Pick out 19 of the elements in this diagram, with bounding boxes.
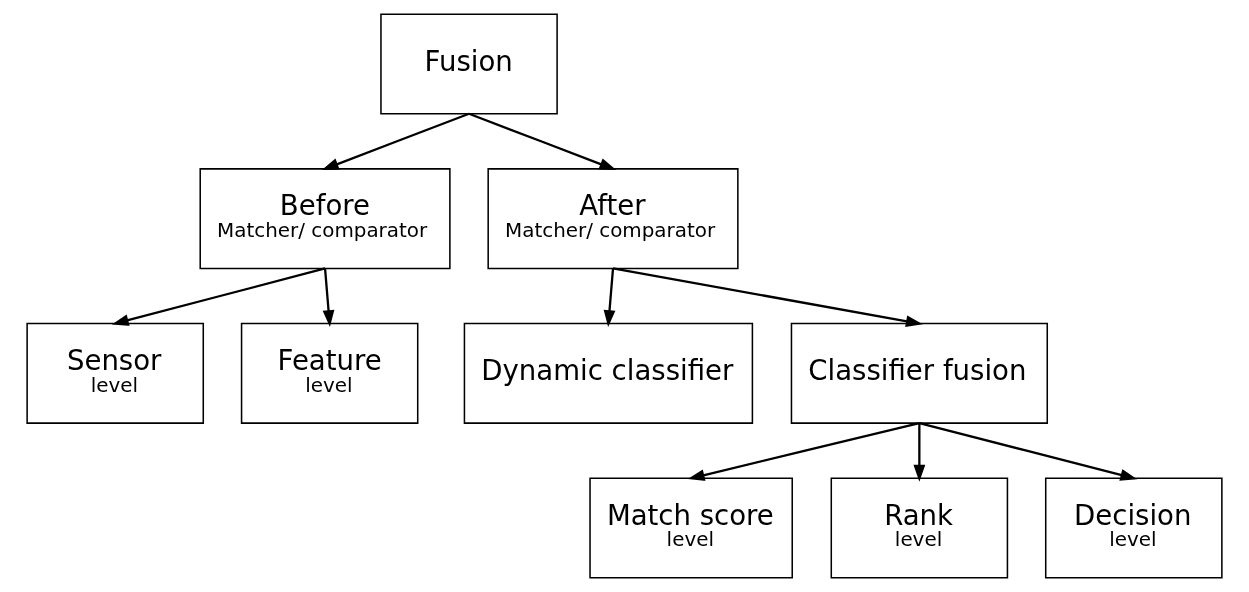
arrow [322, 268, 335, 328]
node-box: Decision level [1044, 477, 1223, 579]
node-box: After Matcher/ comparator [487, 168, 739, 270]
node-box: Match score level [589, 477, 793, 579]
arrow [687, 422, 920, 481]
arrow [321, 112, 470, 171]
node-box: Before Matcher/ comparator [199, 168, 451, 270]
arrow [913, 423, 926, 482]
node-box: Dynamic classifier [463, 322, 754, 424]
node-box: Rank level [830, 477, 1009, 579]
node-box: Fusion [380, 13, 558, 115]
arrow [919, 422, 1138, 481]
node-box: Classifier fusion [790, 322, 1049, 424]
arrow [111, 267, 326, 326]
arrow [468, 112, 617, 171]
node-box: Feature level [240, 322, 419, 424]
node-box: Sensor level [26, 322, 205, 424]
arrow [603, 268, 616, 328]
arrow [612, 267, 923, 327]
